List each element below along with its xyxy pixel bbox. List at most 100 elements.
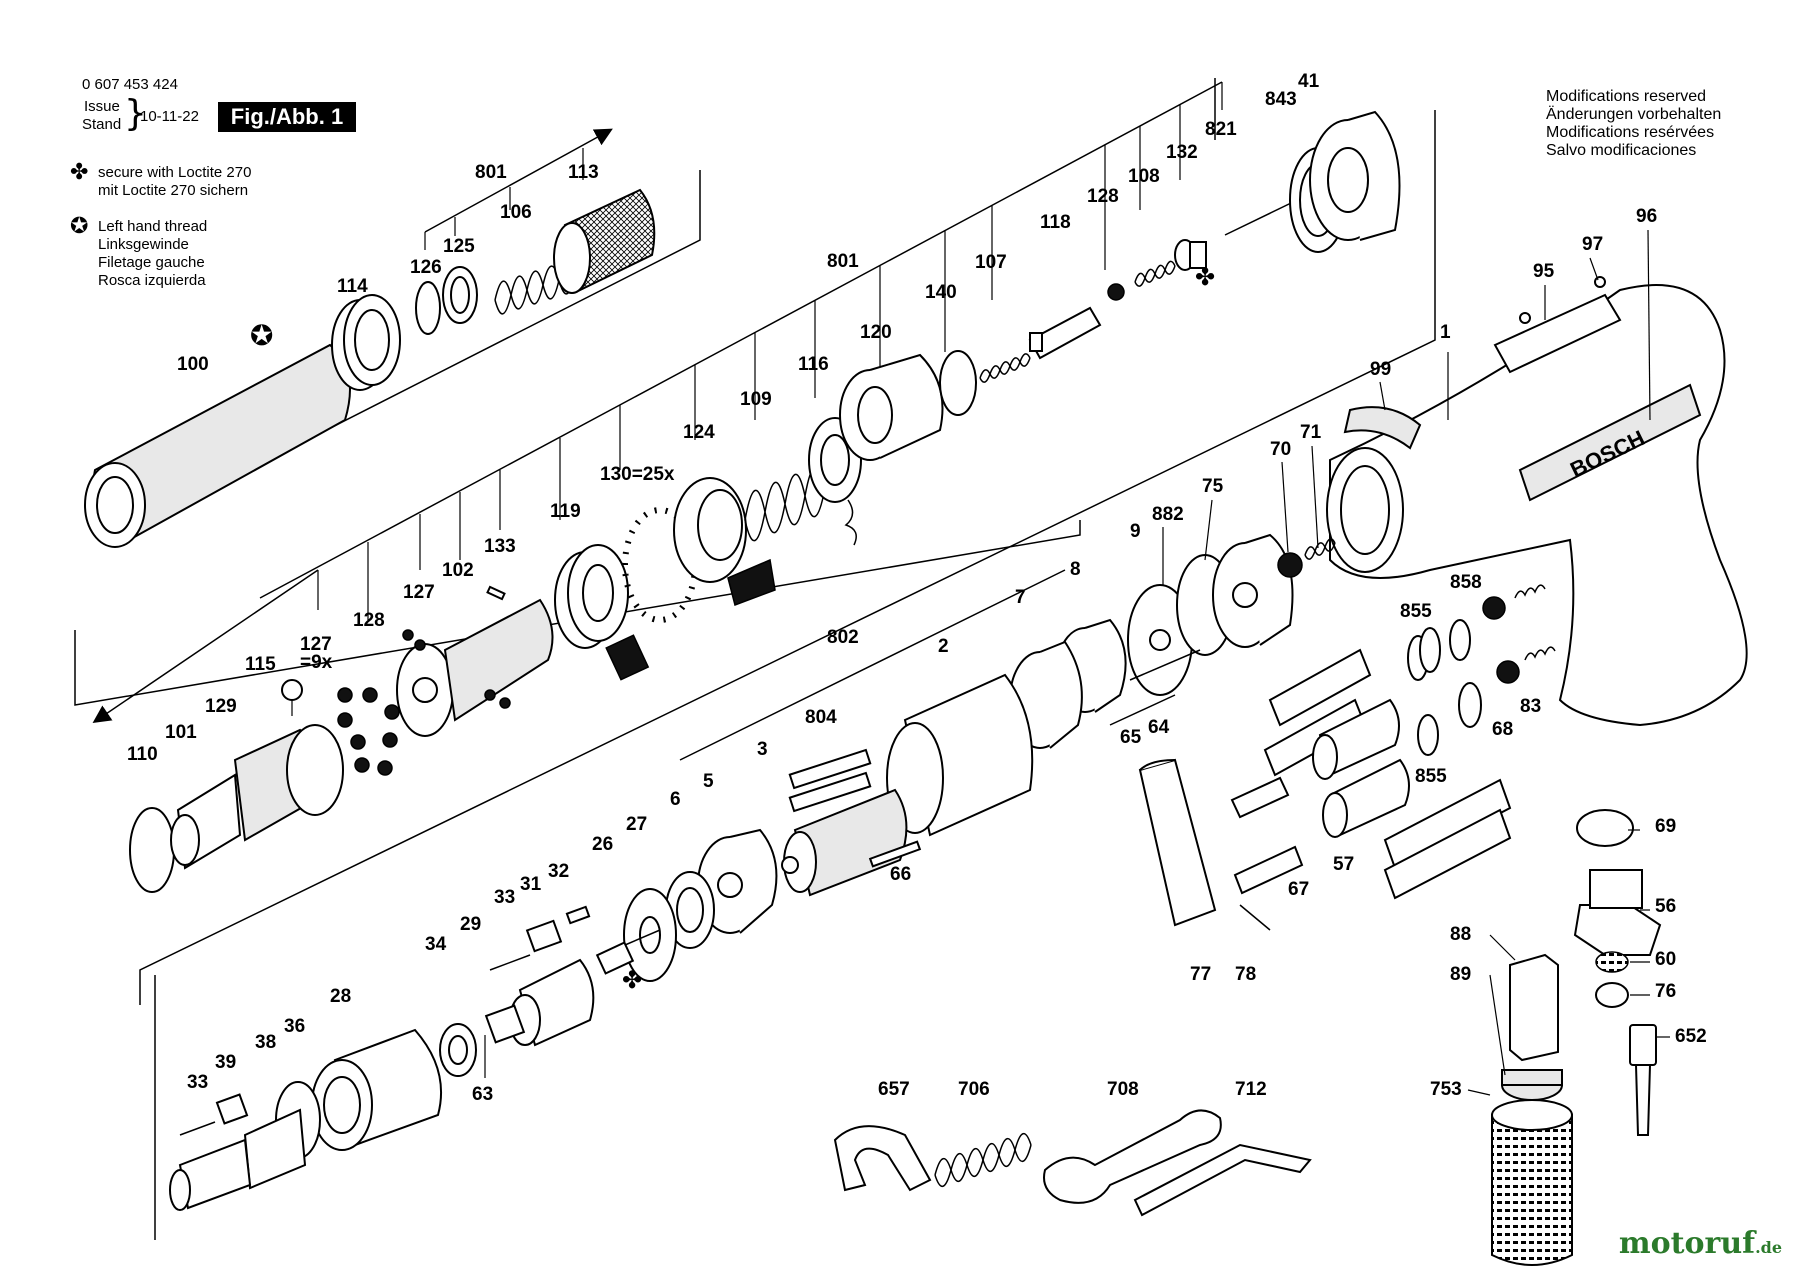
part-708-wrench [1043,1109,1222,1204]
callout: 129 [205,696,237,717]
callout: 843 [1265,89,1297,110]
part-70-71-ball-spring [1277,538,1336,578]
mod-de: Änderungen vorbehalten [1546,106,1722,123]
callout: 64 [1148,717,1170,738]
callout: 657 [878,1079,910,1100]
callout: 100 [177,354,209,375]
callout: 41 [1298,71,1320,92]
callout: 855 [1400,601,1432,622]
callout: 32 [548,861,569,882]
part-76-oring [1595,982,1629,1008]
part-140-oring [939,350,977,416]
clover-icon: ✤ [622,966,642,994]
part-113-knurled-sleeve [553,188,656,294]
callout: 114 [337,276,368,297]
callout: 5 [703,771,714,792]
callout: 33 [187,1072,208,1093]
part-34-washer [439,1023,477,1077]
callout: 2 [938,636,949,657]
callout: 57 [1333,854,1354,875]
stand-label: Stand [82,116,122,133]
part-128-ball [1107,283,1125,301]
callout: 127 [403,582,435,603]
clover-icon: ✤ [70,160,89,185]
part-68-83-ball-spring [1482,584,1556,684]
part-132-screw [1174,239,1207,271]
callout: 804 [805,707,837,728]
callout: 132 [1166,142,1198,163]
bracket-second-row [92,81,1223,724]
part-33b-pin [179,1121,216,1136]
callout: 66 [890,864,911,885]
valve-sleeves [1263,648,1512,900]
part-56-plug [1573,869,1662,956]
part-128-balls [337,687,400,776]
part-95-plate [1493,276,1622,374]
issue-label: Issue [84,98,120,115]
part-75-bearing-plate [1212,533,1294,648]
part-102-carrier [396,598,554,737]
loctite-note-2: mit Loctite 270 sichern [98,182,249,199]
figure-badge: Fig./Abb. 1 [218,102,356,132]
callout: 6 [670,789,681,810]
callout-labels: 801 113 106 125 126 114 100 843 41 821 1… [127,71,1707,1105]
bracket-801-top [424,128,613,250]
mod-fr: Modifications resérvées [1546,124,1715,141]
part-39-gear [215,1093,249,1125]
callout: 125 [443,236,475,257]
callout: 88 [1450,924,1471,945]
callout: 83 [1520,696,1541,717]
callout: 120 [860,322,892,343]
part-33-pin [489,954,531,971]
callout: 1 [1440,322,1451,343]
callout: 31 [520,874,542,895]
callout: 34 [425,934,447,955]
part-88-felt [1509,953,1559,1062]
part-101-spindle [170,724,344,870]
callout: 33 [494,887,515,908]
part-119-ring [554,544,650,681]
callout: 26 [592,834,613,855]
loctite-note-1: secure with Loctite 270 [98,164,252,181]
part-38-spindle [169,1108,307,1211]
part-6-bearing [665,871,715,949]
callout: 75 [1202,476,1224,497]
callout: 106 [500,202,532,223]
callout: 652 [1675,1026,1707,1047]
part-26-pinion [595,929,661,975]
part-804-blades [788,748,872,813]
callout: 708 [1107,1079,1139,1100]
part-3-rotor [781,788,908,897]
part-855-858-orings [1407,619,1482,756]
callout: 77 [1190,964,1211,985]
callout: 855 [1415,766,1447,787]
part-60-screen [1595,951,1629,973]
part-57-valves [1312,698,1410,838]
callout: 128 [353,610,385,631]
callout: 69 [1655,816,1676,837]
callout: 95 [1533,261,1555,282]
callout: 116 [798,354,829,375]
part-69-oring [1576,809,1634,847]
callout: 63 [472,1084,493,1105]
callout: 27 [626,814,647,835]
callout: 89 [1450,964,1471,985]
callout: 882 [1152,504,1184,525]
part-118-valve-pin [1028,306,1102,360]
callout: 38 [255,1032,276,1053]
callout: 858 [1450,572,1482,593]
callout: 107 [975,252,1007,273]
callout: 97 [1582,234,1603,255]
callout: 126 [410,257,442,278]
callout: 108 [1128,166,1160,187]
callout: 71 [1300,422,1322,443]
callout: 128 [1087,186,1119,207]
callout: 753 [1430,1079,1462,1100]
part-number: 0 607 453 424 [82,76,178,93]
callout: 78 [1235,964,1256,985]
leader-lines [1162,229,1670,1096]
part-1-housing [1326,284,1748,727]
part-120-housing [839,353,944,461]
part-114-ring [331,294,401,391]
